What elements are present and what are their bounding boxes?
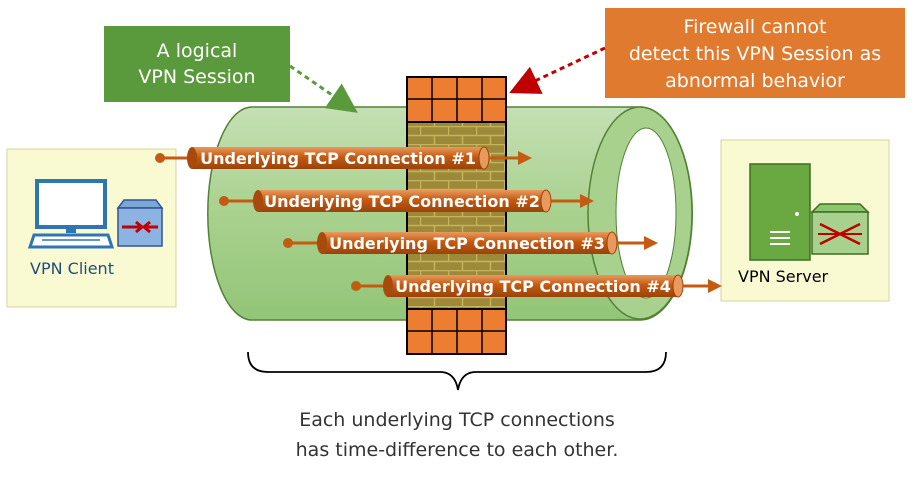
connection-start-dot bbox=[219, 196, 229, 206]
vpn-client-label: VPN Client bbox=[30, 259, 114, 278]
connection-pipe-right-cap bbox=[606, 231, 618, 255]
firewall-callout-arrow bbox=[509, 46, 606, 94]
connection-pipe-left-cap bbox=[383, 275, 393, 297]
connection-label: Underlying TCP Connection #2 bbox=[264, 192, 540, 211]
connection-label: Underlying TCP Connection #4 bbox=[395, 277, 671, 296]
connection-start-dot bbox=[283, 238, 293, 248]
firewall-top-bricks bbox=[406, 76, 507, 123]
connection-pipe-right-cap bbox=[478, 146, 490, 170]
firewall bbox=[406, 76, 507, 355]
caption-line1: Each underlying TCP connections bbox=[299, 409, 615, 431]
connection-label: Underlying TCP Connection #1 bbox=[200, 149, 476, 168]
vpn-client-device-icon bbox=[116, 199, 164, 247]
connection-pipe bbox=[192, 147, 484, 169]
connection-arrow-head bbox=[644, 236, 658, 250]
logical-session-box bbox=[104, 26, 290, 102]
connection-start-dot bbox=[155, 153, 165, 163]
server-tower-icon bbox=[749, 163, 811, 261]
monitor-icon bbox=[27, 179, 115, 249]
connection-pipe bbox=[388, 275, 678, 297]
connection-pipe bbox=[258, 190, 546, 212]
connection-start-dot bbox=[351, 281, 361, 291]
logical-session-arrow bbox=[289, 64, 358, 113]
connection-pipe-left-cap bbox=[187, 147, 197, 169]
tcp-connection-2: Underlying TCP Connection #2 bbox=[219, 189, 594, 213]
logical-session-line1: A logical bbox=[157, 40, 238, 62]
connection-pipe bbox=[322, 232, 612, 254]
firewall-callout-line3: abnormal behavior bbox=[665, 70, 845, 92]
connection-pipe-right-cap bbox=[540, 189, 552, 213]
tcp-connections: Underlying TCP Connection #1 Underlying T… bbox=[155, 146, 722, 298]
vpn-server-panel: VPN Server bbox=[720, 139, 890, 302]
logical-session-line2: VPN Session bbox=[138, 66, 255, 88]
time-difference-brace bbox=[247, 351, 667, 391]
vpn-client-panel: VPN Client bbox=[6, 148, 177, 308]
tcp-connection-4: Underlying TCP Connection #4 bbox=[351, 274, 722, 298]
caption-line2: has time-difference to each other. bbox=[296, 439, 619, 461]
firewall-callout-box bbox=[605, 8, 905, 98]
logical-session-callout: A logical VPN Session bbox=[104, 26, 358, 113]
connection-pipe-right-cap bbox=[672, 274, 684, 298]
connection-pipe-left-cap bbox=[253, 190, 263, 212]
connection-arrow-head bbox=[580, 194, 594, 208]
tcp-connection-3: Underlying TCP Connection #3 bbox=[283, 231, 658, 255]
connection-arrow-head bbox=[708, 279, 722, 293]
connection-pipe-left-cap bbox=[317, 232, 327, 254]
firewall-callout-line1: Firewall cannot bbox=[684, 16, 827, 38]
connection-label: Underlying TCP Connection #3 bbox=[329, 234, 605, 253]
firewall-callout: Firewall cannot detect this VPN Session … bbox=[509, 8, 905, 98]
vpn-server-label: VPN Server bbox=[738, 267, 829, 286]
firewall-bottom-bricks bbox=[406, 308, 507, 355]
firewall-callout-line2: detect this VPN Session as bbox=[629, 43, 881, 65]
vpn-server-device-icon bbox=[810, 203, 870, 255]
connection-arrow-head bbox=[518, 151, 532, 165]
tcp-connection-1: Underlying TCP Connection #1 bbox=[155, 146, 532, 170]
